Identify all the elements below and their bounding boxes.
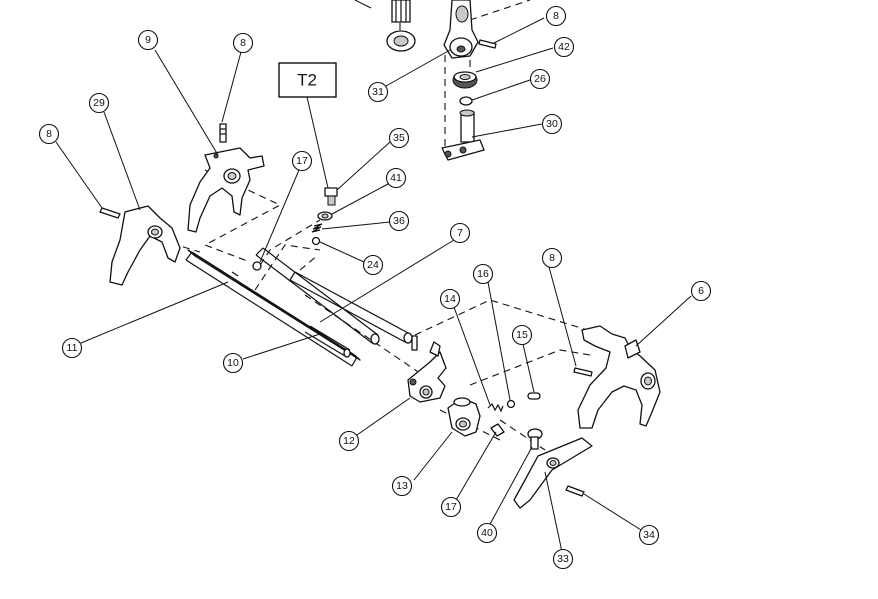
interlock-pin-part-17b [490, 423, 505, 437]
callout-26-label: 26 [534, 73, 546, 85]
selector-lever-part-31 [443, 0, 479, 59]
callout-36: 36 [388, 210, 410, 232]
callout-6-label: 6 [698, 285, 704, 297]
spring-pin-part-8c [99, 207, 121, 219]
callout-40-label: 40 [481, 527, 493, 539]
callout-8-fork29-label: 8 [46, 128, 52, 140]
callout-36-label: 36 [393, 215, 405, 227]
interlock-pin-part-17a [252, 261, 262, 271]
callout-8-top-label: 8 [553, 10, 559, 22]
callout-42-label: 42 [558, 41, 570, 53]
callout-29-label: 29 [93, 97, 105, 109]
callout-15-label: 15 [516, 329, 528, 341]
shaft-top-part [386, 0, 416, 52]
callout-33: 33 [552, 548, 574, 570]
nut-part-42 [452, 71, 478, 89]
callout-12-label: 12 [343, 435, 355, 447]
spring-pin-part-8a [478, 39, 497, 49]
callout-10-label: 10 [227, 357, 239, 369]
callout-8-fork6-label: 8 [549, 252, 555, 264]
callout-6: 6 [690, 280, 712, 302]
callout-34: 34 [638, 524, 660, 546]
callout-24-label: 24 [367, 259, 379, 271]
pin-part-34 [565, 485, 585, 497]
shift-block-part-13 [447, 397, 481, 437]
callout-9: 9 [137, 29, 159, 51]
ball-part-16 [506, 399, 516, 409]
shift-lever-part-33 [513, 437, 593, 509]
callout-11: 11 [61, 337, 83, 359]
callout-9-label: 9 [145, 34, 151, 46]
callout-10: 10 [222, 352, 244, 374]
callout-30: 30 [541, 113, 563, 135]
callout-35: 35 [388, 127, 410, 149]
callout-8-top: 8 [545, 5, 567, 27]
callout-8-fork9-label: 8 [240, 37, 246, 49]
t2-tag: T2 [278, 62, 337, 98]
callout-31-label: 31 [372, 86, 384, 98]
callout-41: 41 [385, 167, 407, 189]
callout-34-label: 34 [643, 529, 655, 541]
shift-fork-part-9 [187, 147, 265, 233]
spring-part-14 [487, 402, 504, 413]
callout-8-fork9: 8 [232, 32, 254, 54]
callout-8-fork6: 8 [541, 247, 563, 269]
callout-40: 40 [476, 522, 498, 544]
callout-33-label: 33 [557, 553, 569, 565]
plug-bolt-part-35 [324, 187, 338, 206]
callout-16-label: 16 [477, 268, 489, 280]
callout-17-lower-label: 17 [445, 501, 457, 513]
pin-part-15 [527, 392, 541, 400]
shift-fork-part-29 [109, 205, 181, 286]
callout-42: 42 [553, 36, 575, 58]
fork-rod-part-11 [185, 249, 361, 367]
callout-14-label: 14 [444, 293, 456, 305]
callout-7-label: 7 [457, 227, 463, 239]
callout-11-label: 11 [67, 342, 78, 354]
fork-rod-part-10 [255, 247, 380, 358]
shift-shaft-part-30 [441, 109, 485, 161]
callout-31: 31 [367, 81, 389, 103]
callout-13: 13 [391, 475, 413, 497]
callout-41-label: 41 [390, 172, 402, 184]
callout-14: 14 [439, 288, 461, 310]
shift-fork-part-6 [577, 325, 661, 429]
t2-tag-label: T2 [297, 71, 317, 90]
detent-ball-part-24 [311, 236, 321, 246]
callout-16: 16 [472, 263, 494, 285]
callout-15: 15 [511, 324, 533, 346]
spring-part-36 [311, 223, 323, 233]
callout-30-label: 30 [546, 118, 558, 130]
callout-13-label: 13 [396, 480, 408, 492]
callout-8-fork29: 8 [38, 123, 60, 145]
callout-26: 26 [529, 68, 551, 90]
spring-pin-part-8b [219, 123, 227, 143]
leader-lines [55, 0, 692, 553]
callout-17-upper: 17 [291, 150, 313, 172]
washer-part-26 [459, 96, 473, 106]
callout-35-label: 35 [393, 132, 405, 144]
callout-24: 24 [362, 254, 384, 276]
bolt-part-40 [527, 428, 543, 450]
spring-pin-part-small [411, 335, 418, 351]
spring-pin-part-8d [573, 367, 593, 377]
fork-head-part-12 [407, 341, 447, 403]
callout-17-upper-label: 17 [296, 155, 308, 167]
callout-7: 7 [449, 222, 471, 244]
callout-12: 12 [338, 430, 360, 452]
fork-rod-part-7 [289, 271, 413, 344]
callout-17-lower: 17 [440, 496, 462, 518]
callout-29: 29 [88, 92, 110, 114]
gasket-part-41 [317, 211, 333, 221]
